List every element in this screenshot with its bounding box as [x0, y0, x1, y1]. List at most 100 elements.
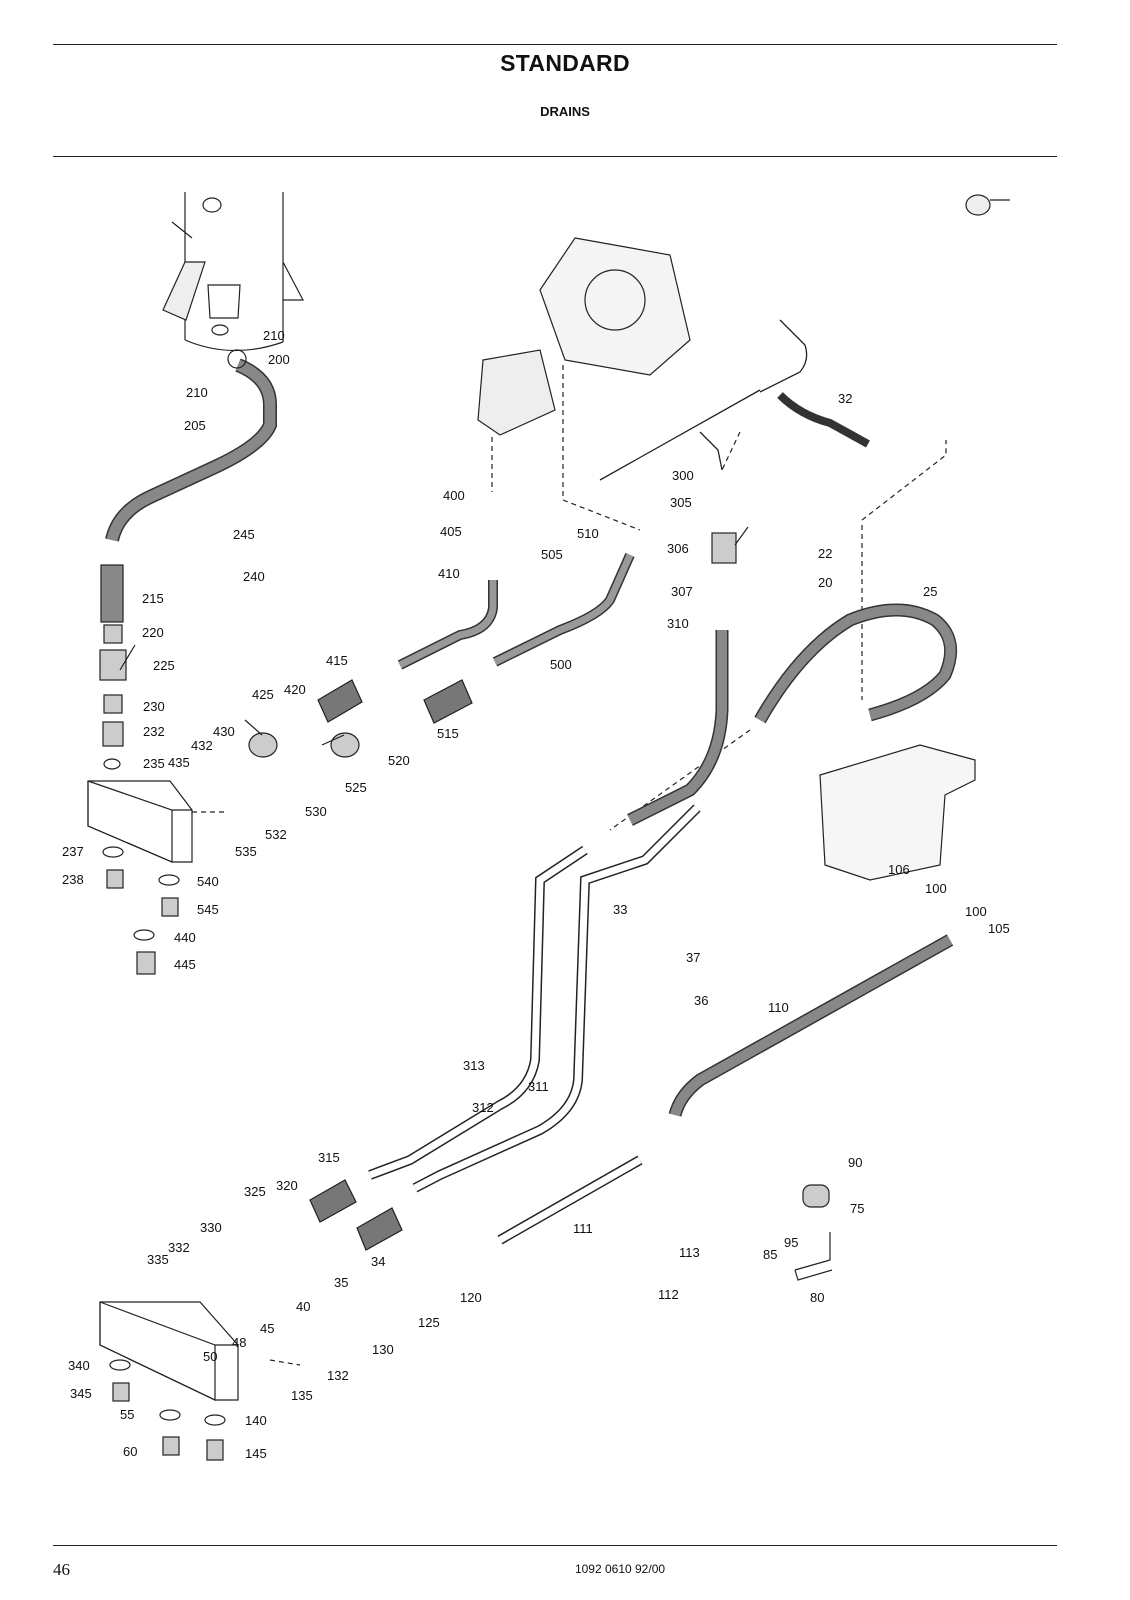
callout-210: 210 [263, 328, 285, 343]
callout-100: 100 [925, 881, 947, 896]
callout-332: 332 [168, 1240, 190, 1255]
callout-220: 220 [142, 625, 164, 640]
callout-515: 515 [437, 726, 459, 741]
callout-315: 315 [318, 1150, 340, 1165]
callout-312: 312 [472, 1100, 494, 1115]
sleeve-34 [356, 1207, 403, 1251]
callout-532: 532 [265, 827, 287, 842]
callout-20: 20 [818, 575, 832, 590]
header-top-rule [53, 44, 1057, 45]
callout-330: 330 [200, 1220, 222, 1235]
callout-430: 430 [213, 724, 235, 739]
callout-90: 90 [848, 1155, 862, 1170]
callout-105: 105 [988, 921, 1010, 936]
page-subtitle: DRAINS [540, 104, 590, 119]
callout-100: 100 [965, 904, 987, 919]
callout-400: 400 [443, 488, 465, 503]
callout-335: 335 [147, 1252, 169, 1267]
callout-60: 60 [123, 1444, 137, 1459]
callout-313: 313 [463, 1058, 485, 1073]
hose-500 [492, 552, 635, 667]
callout-40: 40 [296, 1299, 310, 1314]
callout-445: 445 [174, 957, 196, 972]
callout-205: 205 [184, 418, 206, 433]
callout-113: 113 [679, 1245, 700, 1260]
callout-225: 225 [153, 658, 175, 673]
diagram-drawing [87, 192, 1010, 1461]
callout-535: 535 [235, 844, 257, 859]
compressor-element [477, 349, 556, 436]
callout-505: 505 [541, 547, 563, 562]
callout-435: 435 [168, 755, 190, 770]
callout-210: 210 [186, 385, 208, 400]
callout-500: 500 [550, 657, 572, 672]
callout-432: 432 [191, 738, 213, 753]
callout-415: 415 [326, 653, 348, 668]
callout-125: 125 [418, 1315, 440, 1330]
callout-240: 240 [243, 569, 265, 584]
callout-310: 310 [667, 616, 689, 631]
callout-132: 132 [327, 1368, 349, 1383]
callout-130: 130 [372, 1342, 394, 1357]
callout-340: 340 [68, 1358, 90, 1373]
callout-37: 37 [686, 950, 700, 965]
hose-25 [754, 603, 958, 724]
document-number: 1092 0610 92/00 [574, 1562, 666, 1576]
callout-95: 95 [784, 1235, 798, 1250]
callout-305: 305 [670, 495, 692, 510]
callout-345: 345 [70, 1386, 92, 1401]
callout-230: 230 [143, 699, 165, 714]
page-number: 46 [53, 1560, 70, 1579]
callout-50: 50 [203, 1349, 217, 1364]
callout-label-layer: 2102002102052452402152202252302322352372… [62, 328, 1010, 1461]
callout-540: 540 [197, 874, 219, 889]
callout-106: 106 [888, 862, 910, 877]
gear-casing [539, 237, 691, 376]
callout-48: 48 [232, 1335, 246, 1350]
callout-235: 235 [143, 756, 165, 771]
pipe-32 [777, 392, 870, 448]
sleeve-215 [100, 564, 124, 623]
callout-425: 425 [252, 687, 274, 702]
callout-120: 120 [460, 1290, 482, 1305]
callout-237: 237 [62, 844, 84, 859]
callout-307: 307 [671, 584, 693, 599]
callout-110: 110 [768, 1000, 789, 1015]
assembly-dashed-lines [192, 365, 947, 1366]
callout-311: 311 [528, 1079, 549, 1094]
callout-420: 420 [284, 682, 306, 697]
callout-36: 36 [694, 993, 708, 1008]
callout-111: 111 [573, 1221, 593, 1236]
callout-440: 440 [174, 930, 196, 945]
callout-135: 135 [291, 1388, 313, 1403]
callout-306: 306 [667, 541, 689, 556]
callout-145: 145 [245, 1446, 267, 1461]
callout-510: 510 [577, 526, 599, 541]
frame-bracket [819, 744, 976, 881]
callout-200: 200 [268, 352, 290, 367]
callout-245: 245 [233, 527, 255, 542]
callout-75: 75 [850, 1201, 864, 1216]
header-bottom-rule [53, 156, 1057, 157]
callout-80: 80 [810, 1290, 824, 1305]
callout-85: 85 [763, 1247, 777, 1262]
callout-325: 325 [244, 1184, 266, 1199]
callout-32: 32 [838, 391, 852, 406]
callout-45: 45 [260, 1321, 274, 1336]
callout-35: 35 [334, 1275, 348, 1290]
footer-rule [53, 1545, 1057, 1546]
callout-545: 545 [197, 902, 219, 917]
callout-33: 33 [613, 902, 627, 917]
callout-25: 25 [923, 584, 937, 599]
callout-140: 140 [245, 1413, 267, 1428]
sleeve-515 [423, 679, 473, 724]
callout-530: 530 [305, 804, 327, 819]
callout-320: 320 [276, 1178, 298, 1193]
callout-410: 410 [438, 566, 460, 581]
callout-112: 112 [658, 1287, 679, 1302]
callout-215: 215 [142, 591, 164, 606]
sleeve-415 [317, 679, 363, 723]
callout-520: 520 [388, 753, 410, 768]
page-title: STANDARD [500, 50, 630, 76]
